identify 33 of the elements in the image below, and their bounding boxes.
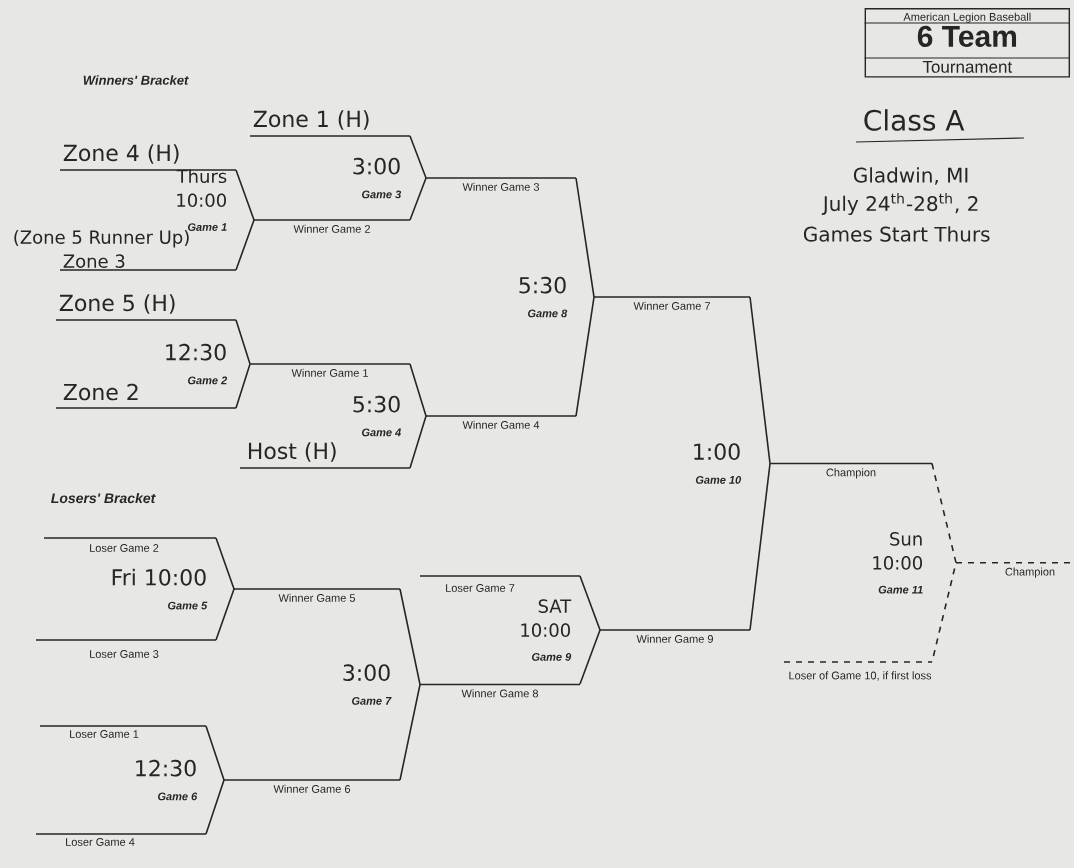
note: Games Start Thurs — [803, 226, 990, 242]
bracket-line — [593, 296, 751, 298]
bracket-line — [55, 319, 237, 321]
note: Gladwin, MI — [853, 167, 968, 185]
bracket-line — [43, 537, 217, 539]
bracket-line — [249, 363, 411, 365]
bracket-line — [35, 639, 217, 641]
bracket-line — [425, 415, 577, 417]
title: Class A — [855, 109, 1025, 143]
bracket-line — [419, 575, 581, 577]
team-name: Zone 2 — [63, 383, 138, 401]
bracket-line — [955, 561, 1074, 564]
bracket-line — [249, 135, 411, 137]
bracket-line — [783, 661, 933, 663]
bracket-line — [253, 219, 411, 221]
bracket-line — [233, 588, 401, 590]
bracket-line — [239, 467, 411, 469]
bracket-line — [599, 629, 751, 631]
bracket-line — [55, 407, 237, 409]
bracket-line — [35, 833, 207, 835]
team-name: Zone 4 (H) — [63, 144, 179, 164]
team-name: (Zone 5 Runner Up) Zone 3 — [14, 230, 189, 268]
team-name: Zone 5 (H) — [59, 294, 175, 314]
bracket-line — [425, 177, 577, 179]
team-name: Host (H) — [248, 442, 336, 462]
team-name: Zone 1 (H) — [253, 110, 369, 130]
bracket-line — [59, 269, 237, 271]
note: July 24$^{th}$-28$^{th}$, 2 — [821, 193, 978, 216]
bracket-line — [59, 169, 237, 171]
bracket-line — [223, 779, 401, 781]
bracket-line — [419, 683, 581, 686]
bracket-line — [39, 725, 207, 727]
bracket-line — [769, 462, 933, 465]
